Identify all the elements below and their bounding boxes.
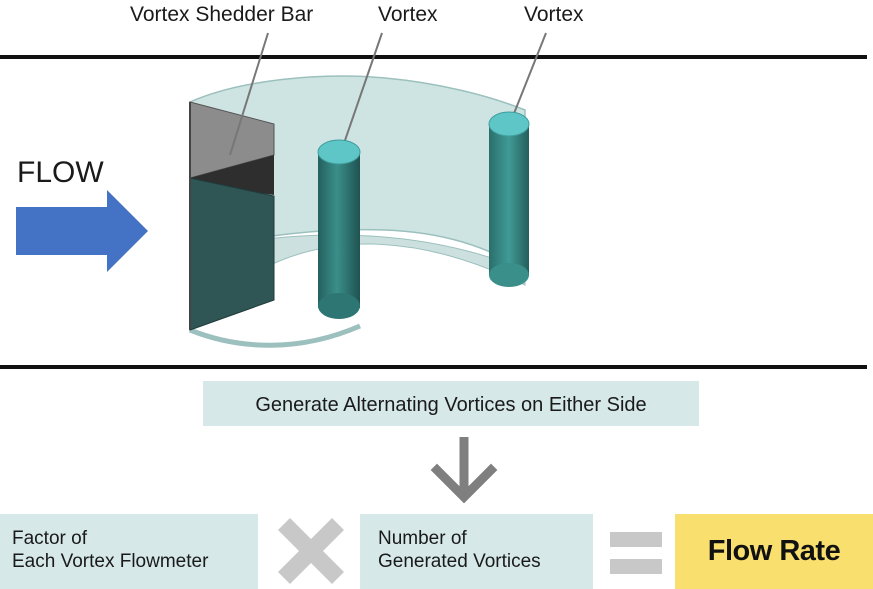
vortex-1-label: Vortex	[378, 3, 438, 26]
times-icon	[277, 517, 345, 585]
equals-icon	[610, 532, 662, 574]
vortex-cylinder-2	[488, 111, 530, 287]
flow-rate-label: Flow Rate	[707, 535, 841, 567]
step-box: Generate Alternating Vortices on Either …	[203, 381, 699, 426]
step-box-text: Generate Alternating Vortices on Either …	[255, 394, 647, 416]
shedder-bar-leader	[229, 32, 269, 156]
count-line-2: Generated Vortices	[378, 551, 541, 573]
shedder-bar-front-face	[189, 177, 275, 331]
flow-label: FLOW	[17, 156, 104, 189]
shedder-bar-label: Vortex Shedder Bar	[130, 3, 314, 26]
count-box-text: Number of Generated Vortices	[378, 527, 541, 573]
flow-arrow-icon	[16, 190, 148, 272]
factor-line-2: Each Vortex Flowmeter	[12, 551, 209, 573]
vortex-cylinder-1	[317, 139, 361, 319]
down-arrow-icon	[430, 463, 498, 504]
vortex-2-label: Vortex	[524, 3, 584, 26]
factor-box: Factor of Each Vortex Flowmeter	[0, 514, 258, 589]
vortex-1-leader	[340, 32, 383, 153]
count-line-1: Number of	[378, 528, 467, 549]
vortex-2-leader	[510, 32, 547, 122]
factor-line-1: Factor of	[12, 528, 87, 549]
vortex-sheet-bottom-edge	[189, 323, 361, 348]
factor-box-text: Factor of Each Vortex Flowmeter	[12, 527, 208, 573]
count-box: Number of Generated Vortices	[360, 514, 593, 589]
flow-rate-box: Flow Rate	[675, 514, 873, 589]
